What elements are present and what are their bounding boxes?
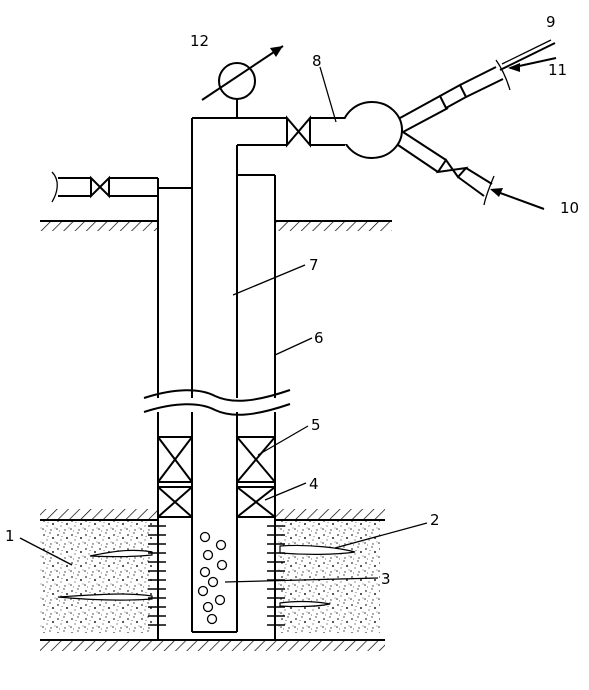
- leader-lines: [19, 66, 428, 583]
- label-3: 3: [381, 570, 391, 588]
- ground-surface: [40, 220, 392, 231]
- fractures: [57, 544, 356, 608]
- label-7: 7: [309, 256, 319, 274]
- mixer: [336, 95, 449, 173]
- centralizer: [157, 436, 276, 483]
- label-4: 4: [309, 475, 319, 493]
- labels: 1 2 3 4 5 6 7 8 9 10 11 12: [5, 13, 579, 588]
- break-mark: [143, 389, 291, 416]
- label-12: 12: [190, 32, 209, 50]
- label-11: 11: [548, 61, 567, 79]
- label-6: 6: [314, 329, 324, 347]
- bubbles: [197, 531, 228, 625]
- label-9: 9: [546, 13, 556, 31]
- label-5: 5: [311, 416, 321, 434]
- label-1: 1: [5, 527, 15, 545]
- flow-meter: [201, 45, 284, 118]
- tubing: [191, 117, 287, 633]
- label-2: 2: [430, 511, 440, 529]
- annulus-outlet: [51, 171, 193, 203]
- packer: [157, 486, 276, 518]
- perforations: [148, 525, 285, 626]
- wellhead-valve: [286, 115, 345, 148]
- label-10: 10: [560, 199, 579, 217]
- inlet-lower: [435, 158, 545, 210]
- label-8: 8: [312, 52, 322, 70]
- formation-layer: [40, 509, 385, 651]
- inlet-upper: [438, 39, 557, 110]
